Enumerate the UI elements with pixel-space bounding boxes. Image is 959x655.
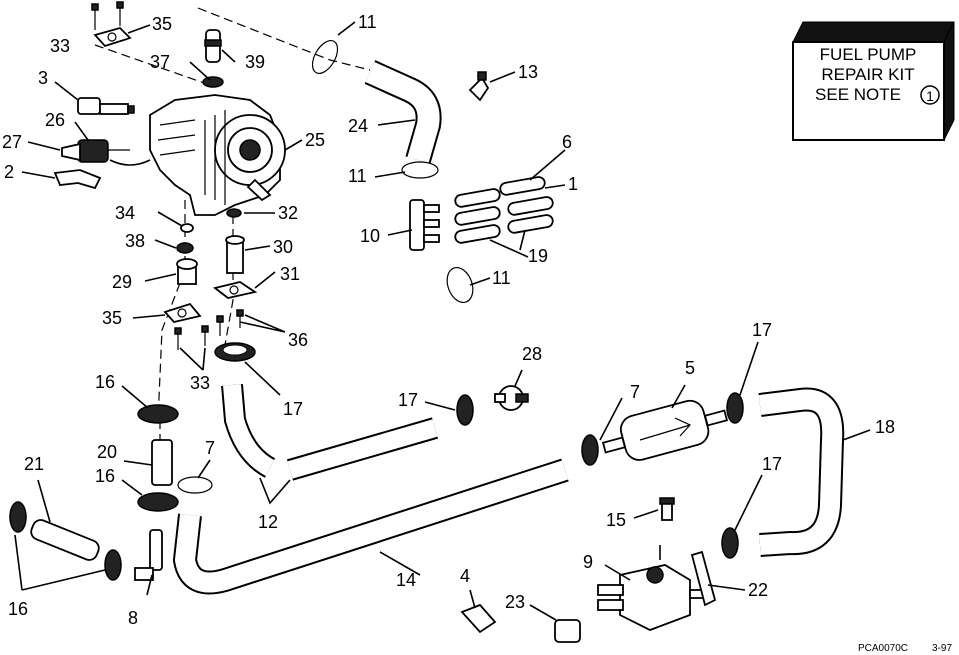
screws-33-36 xyxy=(174,309,244,350)
gasket-35-lower xyxy=(163,302,202,323)
callout-12: 12 xyxy=(258,512,278,532)
screw-15 xyxy=(659,497,675,521)
callout-16a: 16 xyxy=(95,372,115,392)
figure-code: PCA0070C xyxy=(858,643,908,654)
oring-38 xyxy=(176,242,194,254)
callout-4: 4 xyxy=(460,566,470,586)
callout-15: 15 xyxy=(606,510,626,530)
callout-2: 2 xyxy=(4,162,14,182)
plate-22 xyxy=(690,550,717,607)
oring-37 xyxy=(202,76,224,88)
callout-21: 21 xyxy=(24,454,44,474)
gasket-35-top xyxy=(91,1,132,48)
note-line-3: SEE NOTE xyxy=(815,85,901,104)
clamp-16-a xyxy=(137,404,179,424)
callout-7a: 7 xyxy=(630,382,640,402)
note-number: 1 xyxy=(926,88,934,104)
fitting-13 xyxy=(468,71,490,102)
callout-11b: 11 xyxy=(348,166,367,186)
callout-14: 14 xyxy=(396,570,416,590)
callout-37: 37 xyxy=(150,52,170,72)
note-line-1: FUEL PUMP xyxy=(820,45,917,64)
fitting-30 xyxy=(225,235,245,274)
callout-34: 34 xyxy=(115,203,135,223)
clamp-11-mid xyxy=(401,161,439,179)
callout-17a: 17 xyxy=(752,320,772,340)
clamps-17-7 xyxy=(456,392,744,559)
callout-29: 29 xyxy=(112,272,132,292)
fitting-8 xyxy=(134,529,163,581)
callout-19: 19 xyxy=(528,246,548,266)
callout-28: 28 xyxy=(522,344,542,364)
callout-35: 35 xyxy=(152,14,172,34)
callout-33b: 33 xyxy=(190,373,210,393)
callout-16b: 16 xyxy=(95,466,115,486)
callout-7b: 7 xyxy=(205,438,215,458)
callout-33: 33 xyxy=(50,36,70,56)
assembly-dashed-lines xyxy=(94,7,371,440)
callout-1: 1 xyxy=(568,174,578,194)
callout-5: 5 xyxy=(685,358,695,378)
fitting-29 xyxy=(176,258,198,285)
callout-27: 27 xyxy=(2,132,22,152)
fitting-28 xyxy=(494,385,529,411)
fuel-pump-body xyxy=(149,94,286,216)
oring-34 xyxy=(180,223,194,233)
clamp-11-low xyxy=(446,266,474,304)
distribution-block-9 xyxy=(597,564,706,631)
hose-21 xyxy=(9,501,122,581)
callout-32: 32 xyxy=(278,203,298,223)
callout-3: 3 xyxy=(38,68,48,88)
callout-36: 36 xyxy=(288,330,308,350)
clamp-16-b xyxy=(137,492,179,512)
callout-22: 22 xyxy=(748,580,768,600)
callout-23: 23 xyxy=(505,592,525,612)
oring-32 xyxy=(226,208,242,218)
callout-24: 24 xyxy=(348,116,368,136)
callout-25: 25 xyxy=(305,130,325,150)
pump-hose-line xyxy=(109,159,151,166)
clip-4 xyxy=(460,603,497,634)
callout-11c: 11 xyxy=(492,268,511,288)
callout-numbers: 35 33 11 37 39 3 13 26 24 27 25 6 2 11 1… xyxy=(2,12,895,628)
callout-9: 9 xyxy=(583,552,593,572)
clamp-7-left xyxy=(177,476,213,494)
fuel-filter-5 xyxy=(601,399,729,461)
clamp-17-pump xyxy=(214,342,256,362)
callout-16c: 16 xyxy=(8,599,28,619)
callout-6: 6 xyxy=(562,132,572,152)
callout-18: 18 xyxy=(875,417,895,437)
callout-8: 8 xyxy=(128,608,138,628)
connector-10 xyxy=(409,199,440,251)
clamp-11-top xyxy=(311,40,339,74)
fitting-39 xyxy=(204,29,222,63)
callout-20: 20 xyxy=(97,442,117,462)
sleeve-20 xyxy=(151,439,173,486)
cap-23 xyxy=(554,619,581,643)
callout-10: 10 xyxy=(360,226,380,246)
callout-35b: 35 xyxy=(102,308,122,328)
clip-2 xyxy=(53,169,102,190)
callout-30: 30 xyxy=(273,237,293,257)
callout-13: 13 xyxy=(518,62,538,82)
elbow-fitting-3 xyxy=(77,97,135,115)
callout-17c: 17 xyxy=(283,399,303,419)
callout-31: 31 xyxy=(280,264,300,284)
figure-date: 3-97 xyxy=(932,643,952,654)
note-line-2: REPAIR KIT xyxy=(821,65,914,84)
gasket-31 xyxy=(212,281,258,299)
fitting-26 xyxy=(61,139,130,163)
callout-39: 39 xyxy=(245,52,265,72)
callout-26: 26 xyxy=(45,110,65,130)
short-hoses-6-1-19 xyxy=(454,176,554,244)
callout-38: 38 xyxy=(125,231,145,251)
callout-11: 11 xyxy=(358,12,377,32)
callout-17b: 17 xyxy=(398,390,418,410)
leader-lines xyxy=(14,21,871,621)
fuel-pump-repair-kit-note: FUEL PUMP REPAIR KIT SEE NOTE 1 xyxy=(792,21,955,141)
callout-17d: 17 xyxy=(762,454,782,474)
